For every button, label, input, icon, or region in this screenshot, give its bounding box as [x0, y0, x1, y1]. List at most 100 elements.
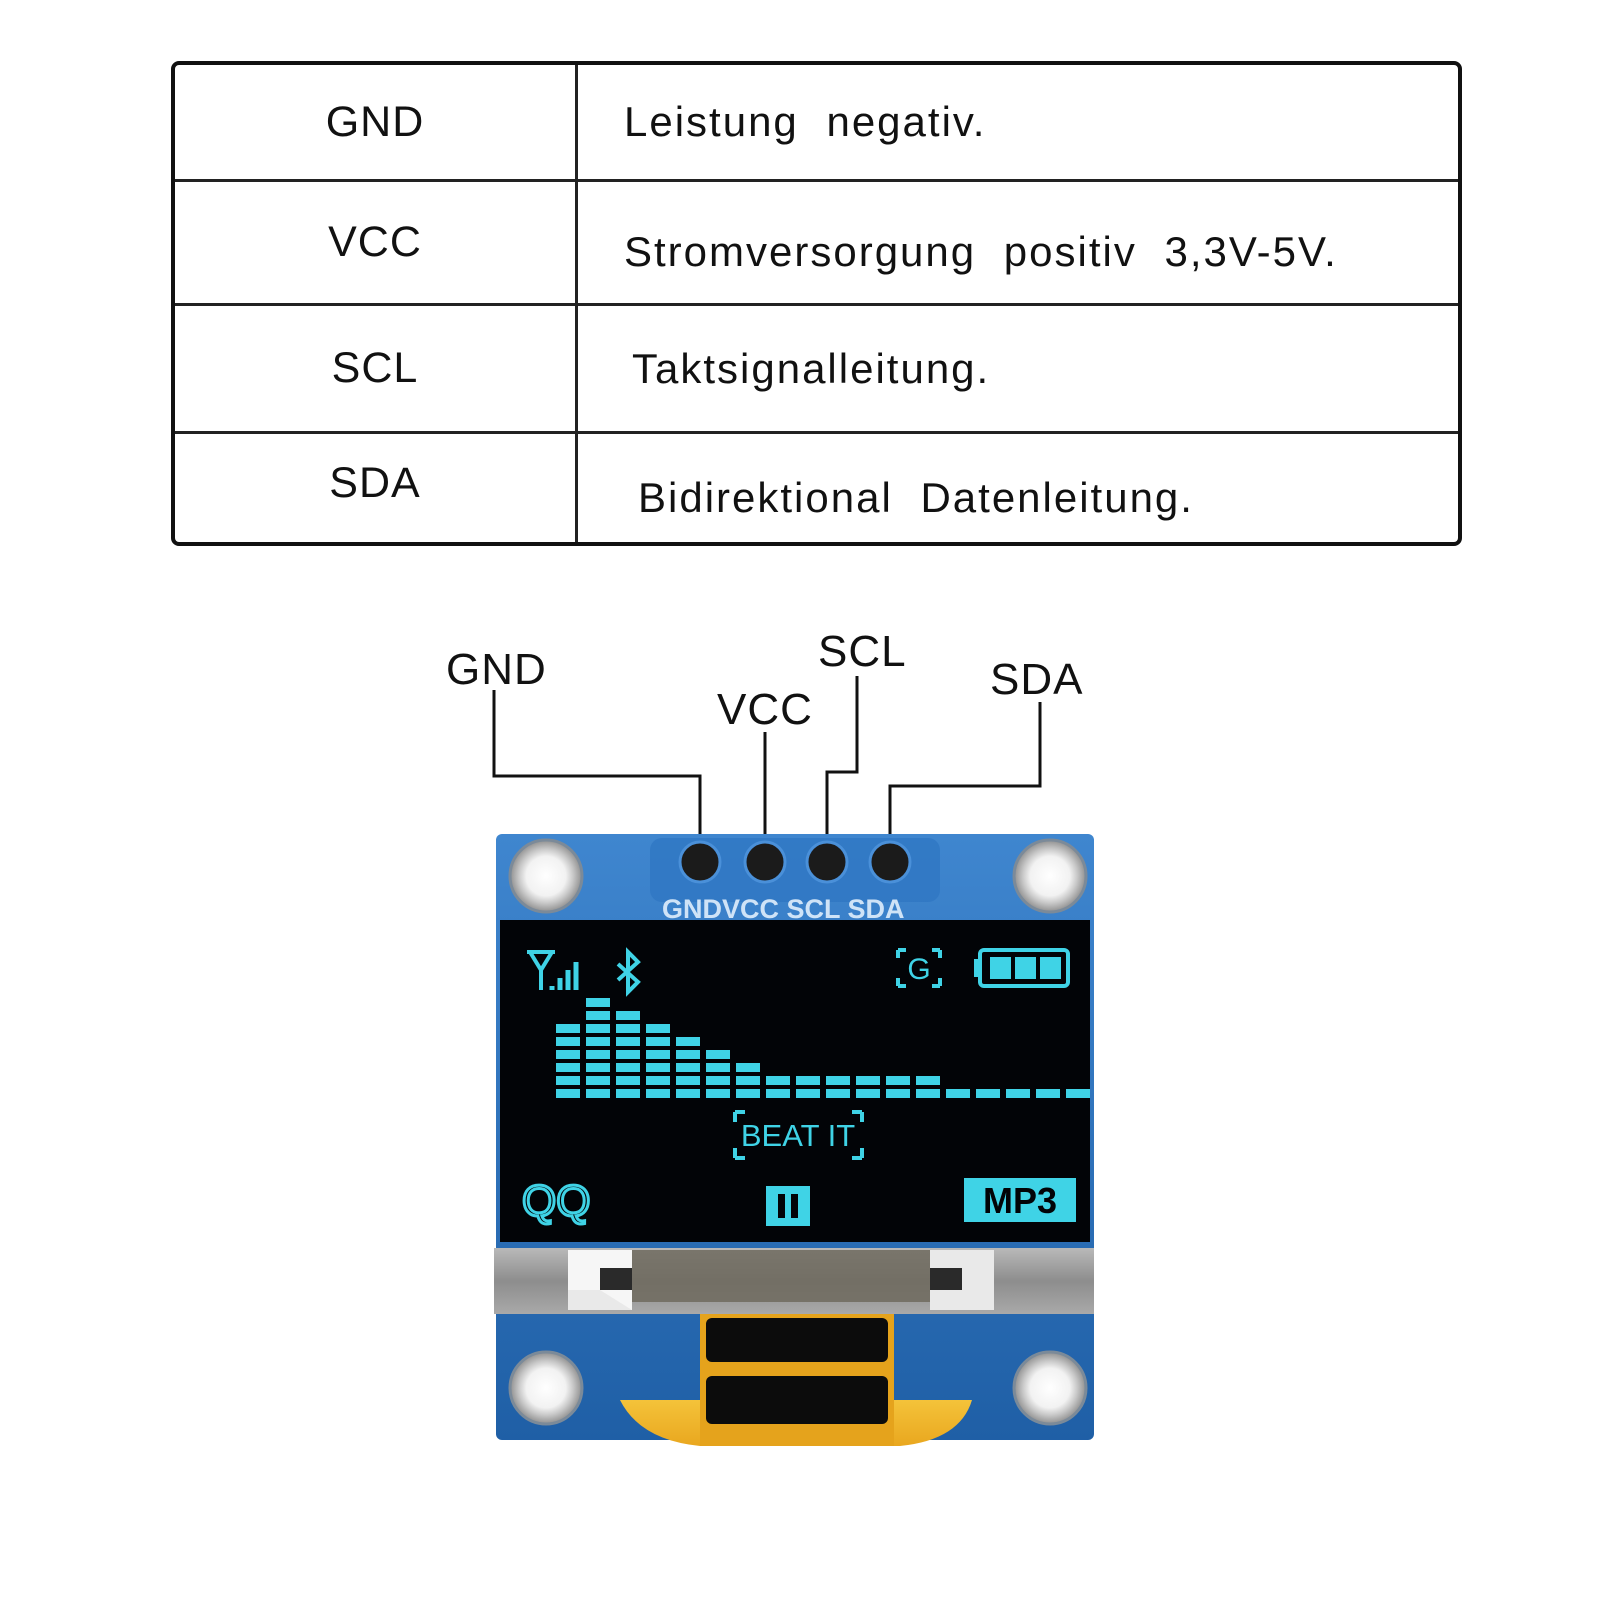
flex-cable [620, 1314, 972, 1446]
pin-sda-icon [868, 840, 912, 884]
equalizer-segment [916, 1076, 940, 1085]
callout-vcc: VCC [717, 685, 813, 734]
equalizer-segment [556, 1050, 580, 1059]
leader-scl [825, 676, 859, 852]
equalizer-segment [766, 1089, 790, 1098]
equalizer-segment [646, 1089, 670, 1098]
equalizer-segment [556, 1076, 580, 1085]
equalizer-segment [766, 1076, 790, 1085]
song-title-frame [733, 1110, 864, 1160]
equalizer-segment [736, 1089, 760, 1098]
equalizer-segment [646, 1050, 670, 1059]
equalizer-segment [586, 1050, 610, 1059]
equalizer-segment [616, 1037, 640, 1046]
equalizer-segment [1006, 1089, 1030, 1098]
pin-description: Taktsignalleitung. [575, 306, 1458, 431]
equalizer-segment [676, 1089, 700, 1098]
callout-scl: SCL [818, 627, 907, 676]
equalizer-segment [556, 1024, 580, 1033]
equalizer-segment [586, 1037, 610, 1046]
table-row: SCL Taktsignalleitung. [175, 306, 1458, 434]
equalizer-segment [736, 1076, 760, 1085]
equalizer-segment [856, 1089, 880, 1098]
pin-table: GND Leistung negativ. VCC Stromversorgun… [171, 61, 1462, 546]
pin-name: GND [325, 97, 425, 146]
header-pins [678, 840, 912, 884]
equalizer-segment [586, 1089, 610, 1098]
pause-icon [766, 1186, 810, 1226]
equalizer-segment [646, 1024, 670, 1033]
equalizer-segment [556, 1037, 580, 1046]
equalizer-segment [946, 1089, 970, 1098]
equalizer-segment [976, 1089, 1000, 1098]
oled-screen: G BEAT IT QQ [500, 920, 1090, 1242]
pin-name: VCC [328, 218, 422, 266]
equalizer-segment [586, 1076, 610, 1085]
equalizer-segment [706, 1076, 730, 1085]
equalizer-segment [1036, 1089, 1060, 1098]
mounting-hole-icon [508, 838, 584, 914]
equalizer-segment [1066, 1089, 1090, 1098]
leader-gnd [492, 690, 702, 852]
equalizer-segment [616, 1076, 640, 1085]
qq-label: QQ [522, 1177, 590, 1226]
equalizer-segment [646, 1037, 670, 1046]
equalizer-segment [616, 1063, 640, 1072]
signal-icon [527, 950, 579, 990]
table-row: GND Leistung negativ. [175, 65, 1458, 182]
pin-scl-icon [805, 840, 849, 884]
pin-gnd-icon [678, 840, 722, 884]
table-row: VCC Stromversorgung positiv 3,3V-5V. [175, 182, 1458, 306]
equalizer-segment [616, 1011, 640, 1020]
equalizer-segment [616, 1089, 640, 1098]
g-status-icon [896, 948, 942, 988]
equalizer-segment [826, 1076, 850, 1085]
mounting-hole-icon [508, 1350, 584, 1426]
equalizer-segment [706, 1063, 730, 1072]
equalizer-segment [856, 1076, 880, 1085]
callout-leader-lines [492, 676, 1042, 852]
equalizer-segment [646, 1063, 670, 1072]
mp3-label: MP3 [983, 1180, 1057, 1221]
pin-description: Bidirektional Datenleitung. [575, 434, 1458, 542]
equalizer-segment [796, 1089, 820, 1098]
equalizer-segment [586, 998, 610, 1007]
equalizer-segment [706, 1050, 730, 1059]
equalizer-bars [556, 998, 1090, 1098]
mounting-hole-icon [1012, 838, 1088, 914]
equalizer-segment [916, 1089, 940, 1098]
equalizer-segment [646, 1076, 670, 1085]
leader-sda [888, 702, 1042, 852]
pin-name: SDA [329, 458, 421, 507]
equalizer-segment [706, 1089, 730, 1098]
silkscreen-label: GNDVCC SCL SDA [662, 894, 905, 924]
g-status-letter: G [907, 953, 930, 986]
equalizer-segment [556, 1089, 580, 1098]
battery-icon [974, 948, 1070, 988]
pin-description: Stromversorgung positiv 3,3V-5V. [575, 182, 1458, 303]
equalizer-segment [586, 1063, 610, 1072]
equalizer-segment [886, 1089, 910, 1098]
equalizer-segment [796, 1076, 820, 1085]
pin-description: Leistung negativ. [575, 65, 1458, 179]
equalizer-segment [676, 1063, 700, 1072]
equalizer-segment [826, 1089, 850, 1098]
equalizer-segment [616, 1050, 640, 1059]
equalizer-segment [586, 1011, 610, 1020]
equalizer-segment [676, 1037, 700, 1046]
mounting-hole-icon [1012, 1350, 1088, 1426]
equalizer-segment [886, 1076, 910, 1085]
table-row: SDA Bidirektional Datenleitung. [175, 434, 1458, 542]
equalizer-segment [736, 1063, 760, 1072]
equalizer-segment [556, 1063, 580, 1072]
equalizer-segment [676, 1076, 700, 1085]
equalizer-segment [676, 1050, 700, 1059]
equalizer-segment [586, 1024, 610, 1033]
callout-sda: SDA [990, 655, 1084, 704]
pin-name: SCL [331, 344, 419, 392]
song-title: BEAT IT [741, 1118, 855, 1153]
mp3-badge: MP3 [964, 1178, 1076, 1222]
pin-vcc-icon [743, 840, 787, 884]
callout-gnd: GND [446, 645, 547, 694]
